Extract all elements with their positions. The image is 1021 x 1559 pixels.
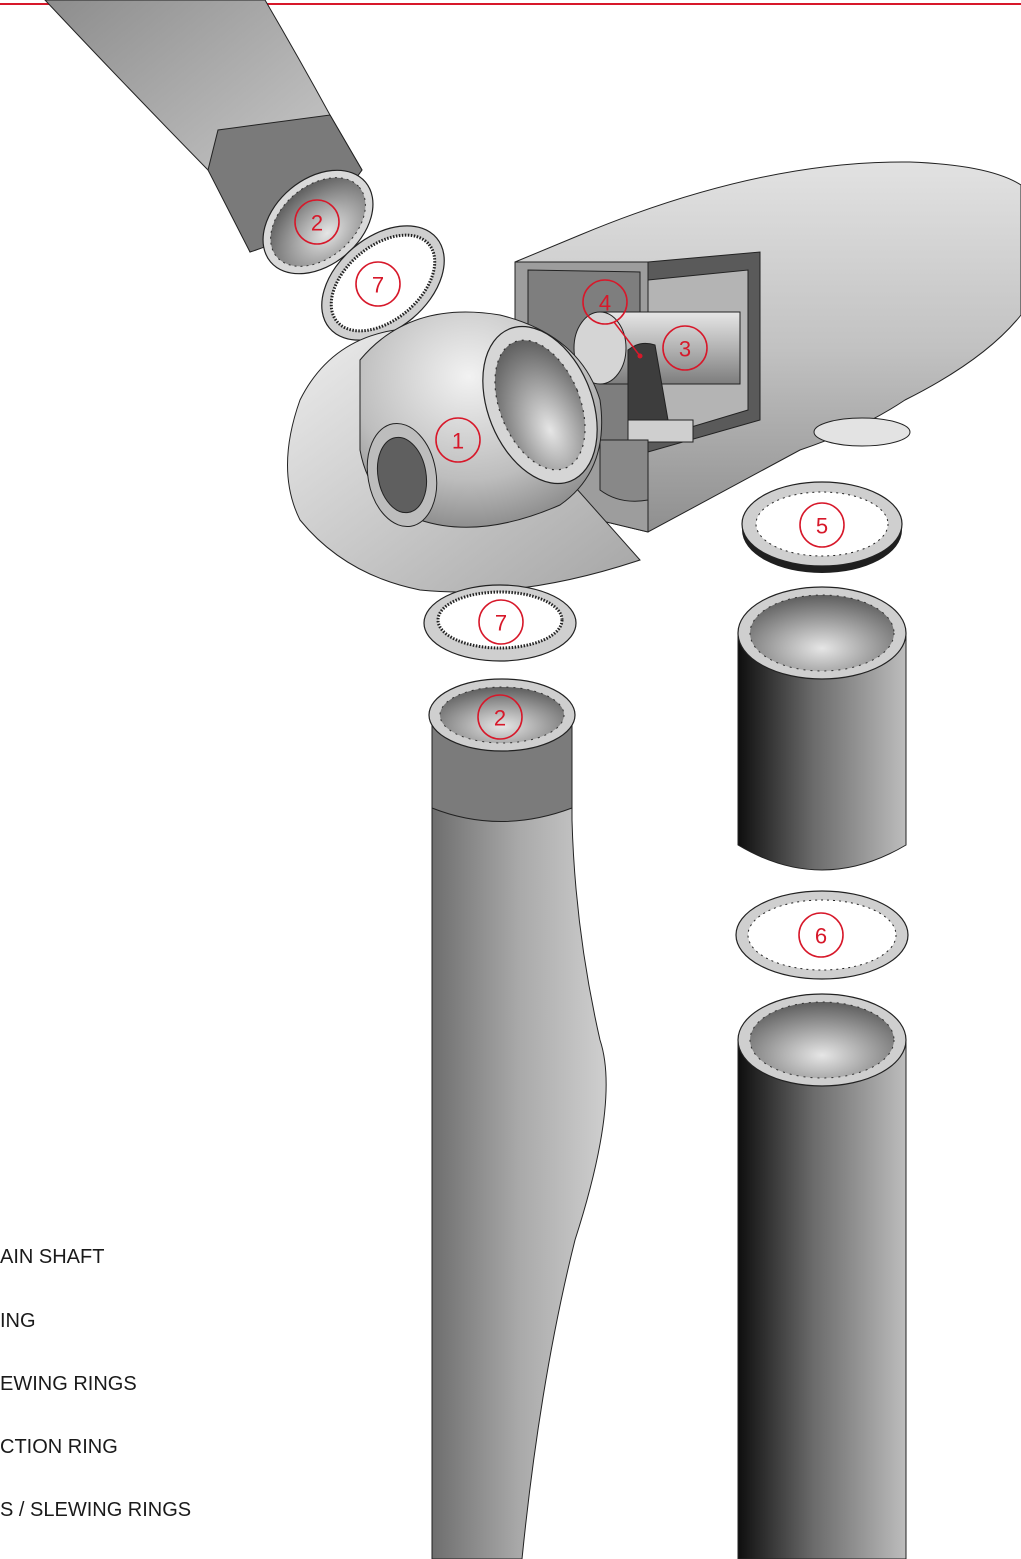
callout-number: 2 [494,706,506,731]
legend-item-bearings-slewing-rings: S / SLEWING RINGS [0,1499,192,1521]
callout-1-hub: 1 [435,417,481,463]
callout-circle [355,261,401,307]
upper-tower-section [737,586,907,871]
callout-number: 1 [452,429,464,454]
tower-connection-ring [735,890,909,980]
callout-4-leader-dot [637,353,643,359]
callout-number: 6 [815,924,827,949]
upper-blade [44,0,374,275]
callout-2-blade-root-upper: 2 [294,199,340,245]
callout-number: 7 [495,611,507,636]
callout-circle [799,502,845,548]
callout-number: 3 [679,337,691,362]
callout-4-leader-line [613,321,641,357]
callout-2-blade-root-lower: 2 [477,694,523,740]
callouts: 1 2 7 4 3 5 7 2 6 [294,199,845,958]
yaw-bearing [741,481,903,573]
lower-pitch-bearing [423,584,577,662]
legend-item-slewing-rings: EWING RINGS [0,1373,137,1395]
callout-circle [478,599,524,645]
callout-number: 5 [816,514,828,539]
lower-tower-section [737,993,907,1559]
callout-5-yaw-bearing: 5 [799,502,845,548]
callout-circle [582,279,628,325]
callout-6-tower-connection-ring: 6 [798,912,844,958]
nacelle [514,161,1021,533]
callout-number: 4 [599,291,611,316]
callout-circle [477,694,523,740]
callout-circle [662,325,708,371]
callout-number: 2 [311,211,323,236]
yaw-drive-housing [813,417,911,447]
callout-7-pitch-bearing-upper: 7 [355,261,401,307]
legend-item-bearing: ING [0,1310,36,1332]
bearing-housing [627,419,694,443]
upper-pitch-bearing [321,225,445,341]
callout-number: 7 [372,273,384,298]
callout-4-bearing-housing: 4 [582,279,628,325]
callout-circle [294,199,340,245]
lower-blade [428,678,607,1559]
callout-7-pitch-bearing-lower: 7 [478,599,524,645]
legend-item-main-shaft: AIN SHAFT [0,1246,105,1268]
hub [359,311,603,528]
callout-circle [435,417,481,463]
callout-circle [798,912,844,958]
callout-3-main-shaft: 3 [662,325,708,371]
legend-item-connection-ring: CTION RING [0,1436,118,1458]
